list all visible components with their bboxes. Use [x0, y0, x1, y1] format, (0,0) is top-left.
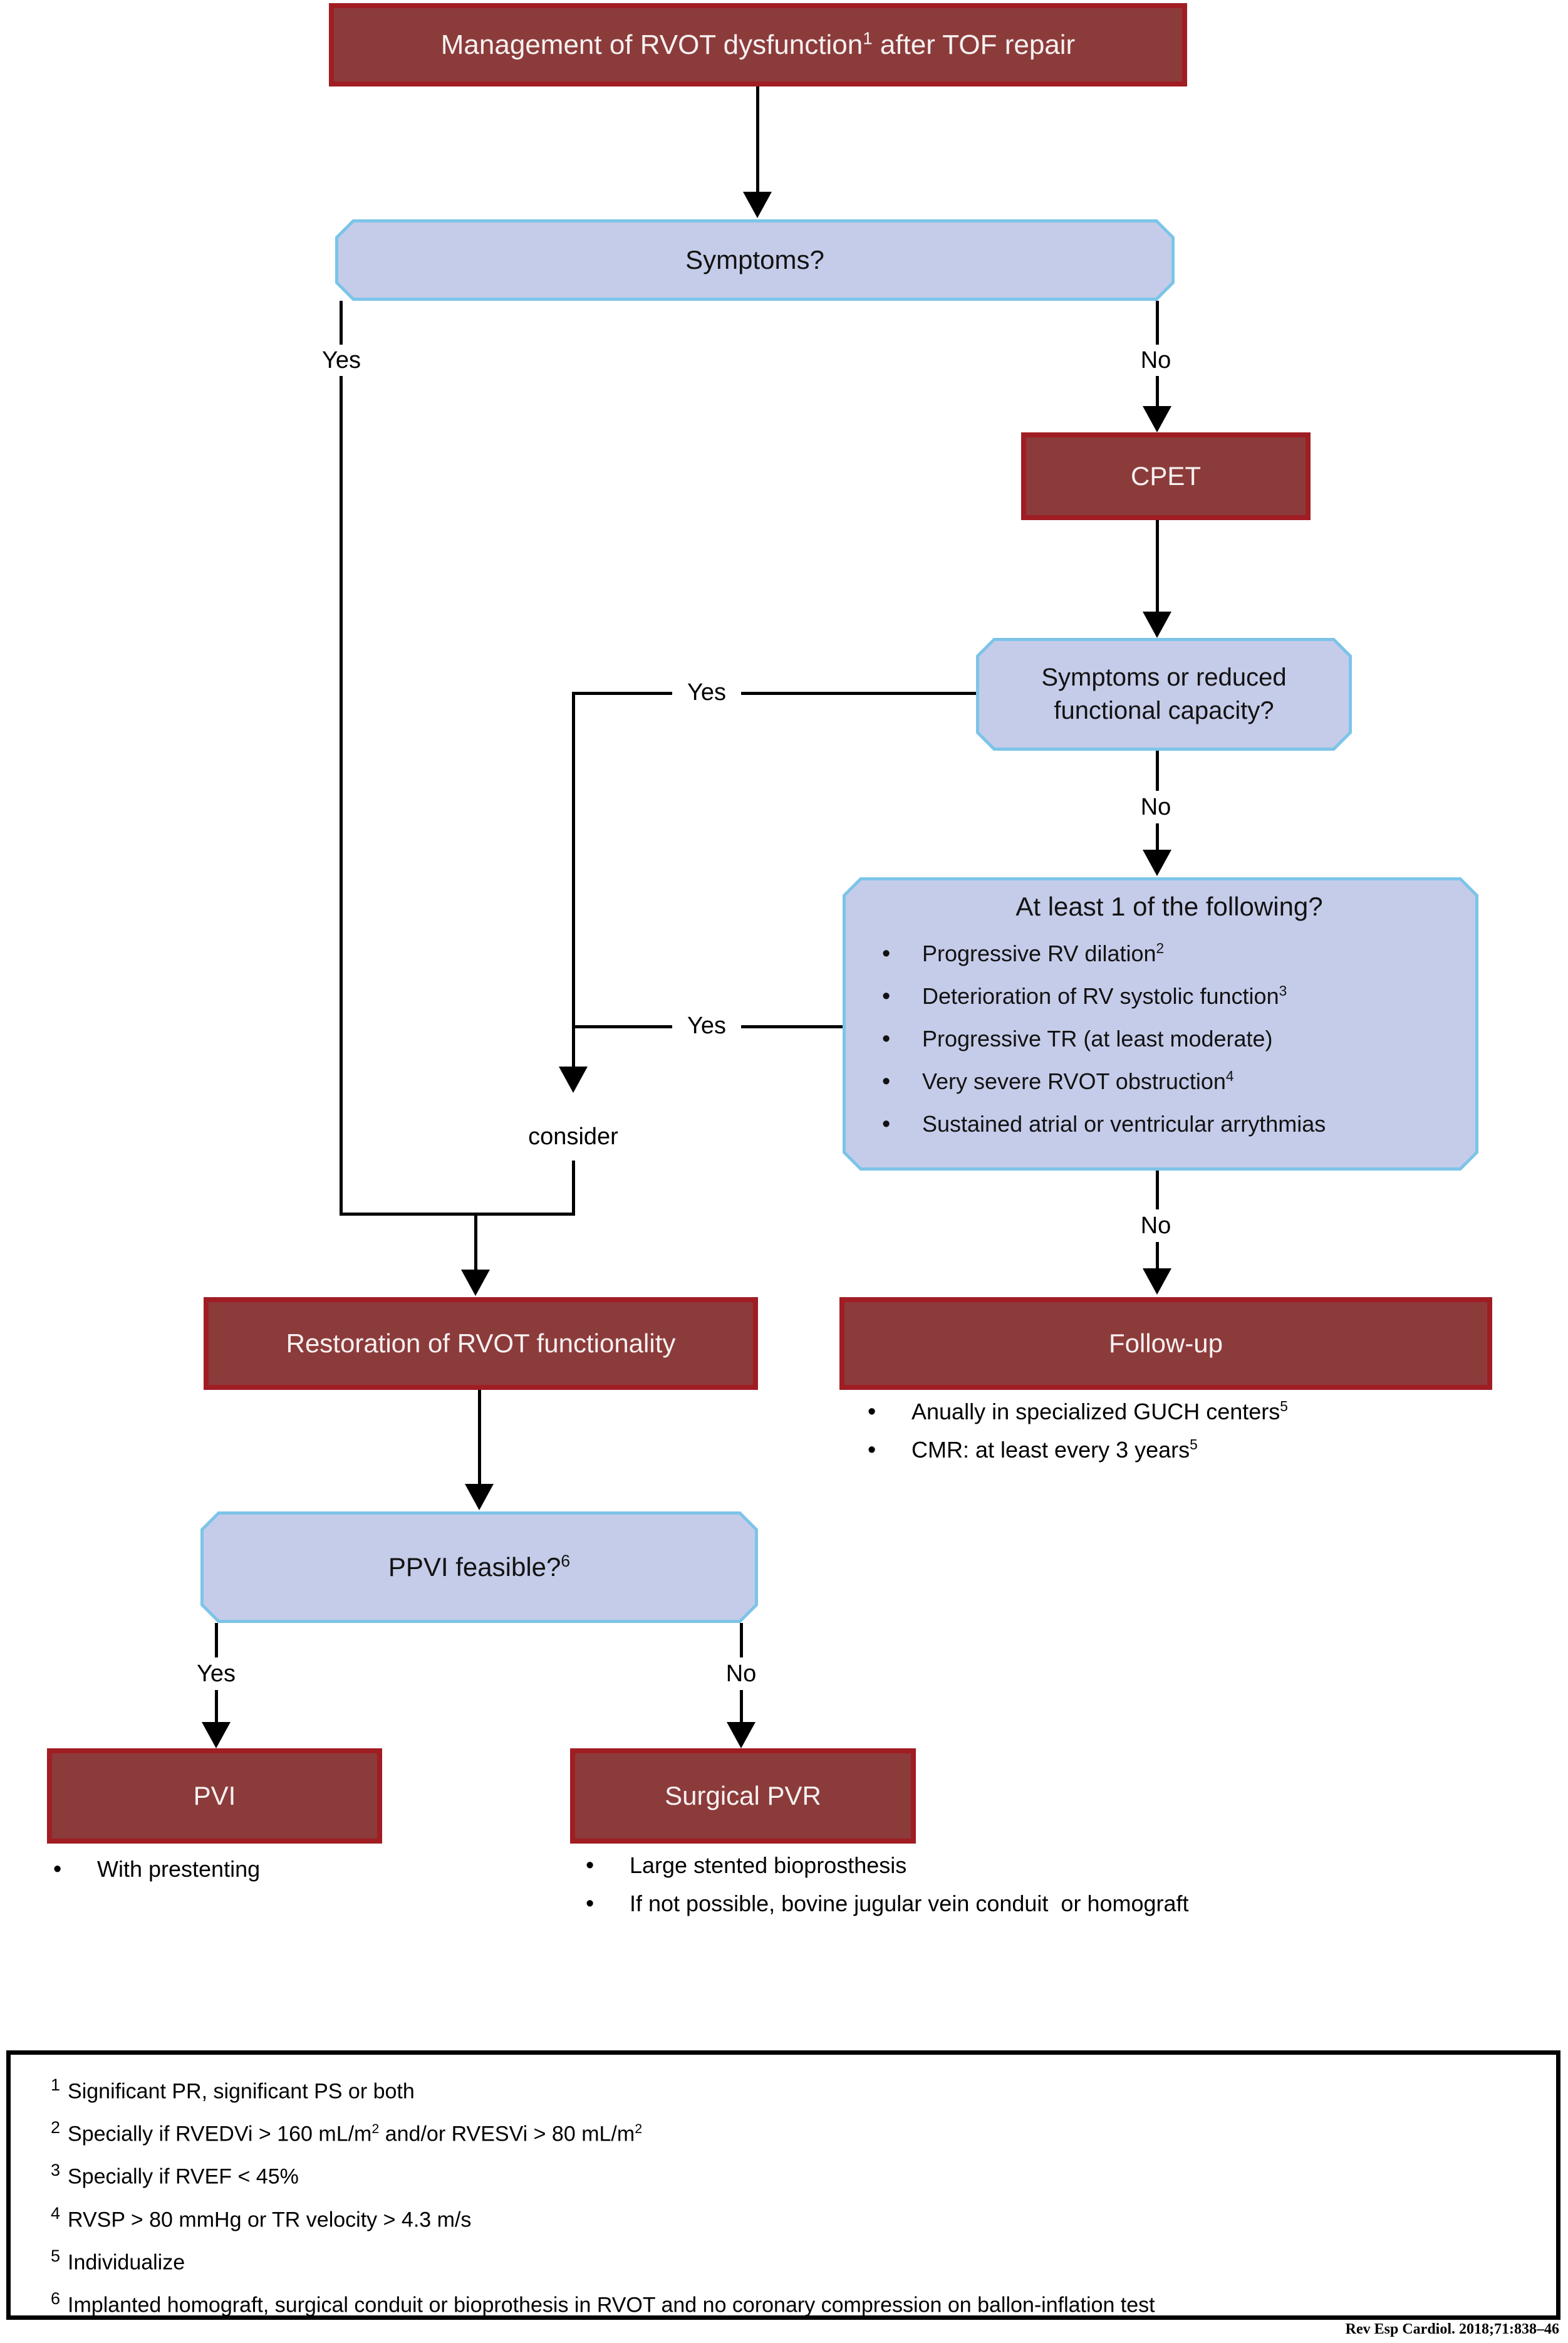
criteria-bullet: Very severe RVOT obstruction4 — [882, 1068, 1456, 1095]
process-cpet-label: CPET — [1130, 461, 1201, 491]
surgical-pvr-bullet: If not possible, bovine jugular vein con… — [586, 1891, 1494, 1918]
arrowhead-ppvi-no — [727, 1722, 755, 1748]
title-box: Management of RVOT dysfunction1 after TO… — [329, 3, 1187, 86]
decision-ppvi-feasible-label: PPVI feasible?6 — [388, 1552, 571, 1582]
edge-label-ppvi-yes: Yes — [182, 1657, 251, 1690]
title-text: Management of RVOT dysfunction1 after TO… — [440, 28, 1076, 60]
followup-bullet: Anually in specialized GUCH centers5 — [868, 1399, 1488, 1426]
decision-symptoms-label: Symptoms? — [685, 245, 824, 274]
edge-consider-down — [572, 1161, 575, 1214]
process-followup-label: Follow-up — [1108, 1328, 1223, 1358]
pvi-bullets: With prestenting — [53, 1856, 492, 1883]
criteria-bullet: Progressive TR (at least moderate) — [882, 1026, 1456, 1053]
edge-label-criteria-no: No — [1121, 1209, 1190, 1242]
arrowhead-criteria-no — [1143, 1268, 1171, 1295]
process-surgical-pvr: Surgical PVR — [570, 1748, 916, 1844]
edge-label-func-no: No — [1121, 791, 1190, 823]
arrowhead-cpet-to-func — [1143, 612, 1171, 638]
process-restoration: Restoration of RVOT functionality — [204, 1297, 758, 1390]
followup-bullets: Anually in specialized GUCH centers5 CMR… — [868, 1399, 1488, 1464]
journal-citation: Rev Esp Cardiol. 2018;71:838–46 — [1345, 2321, 1559, 2337]
edge-title-to-symptoms — [756, 86, 759, 192]
decision-symptoms: Symptoms? — [335, 219, 1175, 301]
arrowhead-to-consider — [559, 1067, 588, 1093]
edge-label-ppvi-no: No — [707, 1657, 776, 1690]
process-pvi-label: PVI — [193, 1781, 236, 1810]
edge-func-yes — [572, 692, 976, 695]
arrowhead-to-restoration — [461, 1270, 490, 1296]
edge-to-consider — [572, 692, 575, 1067]
decision-criteria-bullets: Progressive RV dilation2 Deterioration o… — [882, 941, 1456, 1138]
title-superscript: 1 — [863, 28, 873, 48]
arrowhead-func-no — [1143, 850, 1171, 876]
decision-func-capacity-line2: functional capacity? — [1054, 697, 1274, 724]
edge-label-consider: consider — [495, 1120, 652, 1153]
surgical-pvr-bullet: Large stented bioprosthesis — [586, 1852, 1494, 1879]
edge-label-criteria-yes: Yes — [672, 1010, 741, 1041]
edge-symptoms-yes — [340, 301, 343, 1213]
arrowhead-restoration-to-ppvi — [465, 1484, 494, 1510]
edge-merge-horizontal — [340, 1213, 575, 1216]
edge-label-symptoms-yes: Yes — [304, 345, 379, 376]
edge-merge-down — [474, 1214, 477, 1270]
criteria-bullet: Deterioration of RV systolic function3 — [882, 983, 1456, 1010]
process-cpet: CPET — [1021, 432, 1311, 520]
decision-criteria: At least 1 of the following? Progressive… — [843, 877, 1478, 1171]
process-surgical-pvr-label: Surgical PVR — [665, 1781, 821, 1810]
arrowhead-title-to-symptoms — [743, 192, 772, 218]
criteria-bullet: Sustained atrial or ventricular arrythmi… — [882, 1111, 1456, 1138]
process-restoration-label: Restoration of RVOT functionality — [286, 1328, 676, 1358]
edge-label-func-yes: Yes — [672, 677, 741, 708]
criteria-bullet: Progressive RV dilation2 — [882, 941, 1456, 968]
decision-criteria-title: At least 1 of the following? — [1015, 892, 1323, 921]
followup-bullet: CMR: at least every 3 years5 — [868, 1437, 1488, 1464]
process-followup: Follow-up — [839, 1297, 1492, 1390]
process-pvi: PVI — [47, 1748, 382, 1844]
surgical-pvr-bullets: Large stented bioprosthesis If not possi… — [586, 1852, 1494, 1918]
decision-func-capacity-line1: Symptoms or reduced — [1041, 664, 1287, 692]
edge-label-symptoms-no: No — [1121, 345, 1190, 376]
edge-restoration-to-ppvi — [478, 1390, 481, 1484]
decision-ppvi-feasible: PPVI feasible?6 — [200, 1511, 758, 1623]
pvi-bullet: With prestenting — [53, 1856, 492, 1883]
decision-func-capacity: Symptoms or reduced functional capacity? — [976, 638, 1352, 751]
arrowhead-symptoms-no — [1143, 406, 1171, 432]
arrowhead-ppvi-yes — [202, 1722, 231, 1748]
edge-cpet-to-func — [1156, 520, 1159, 612]
